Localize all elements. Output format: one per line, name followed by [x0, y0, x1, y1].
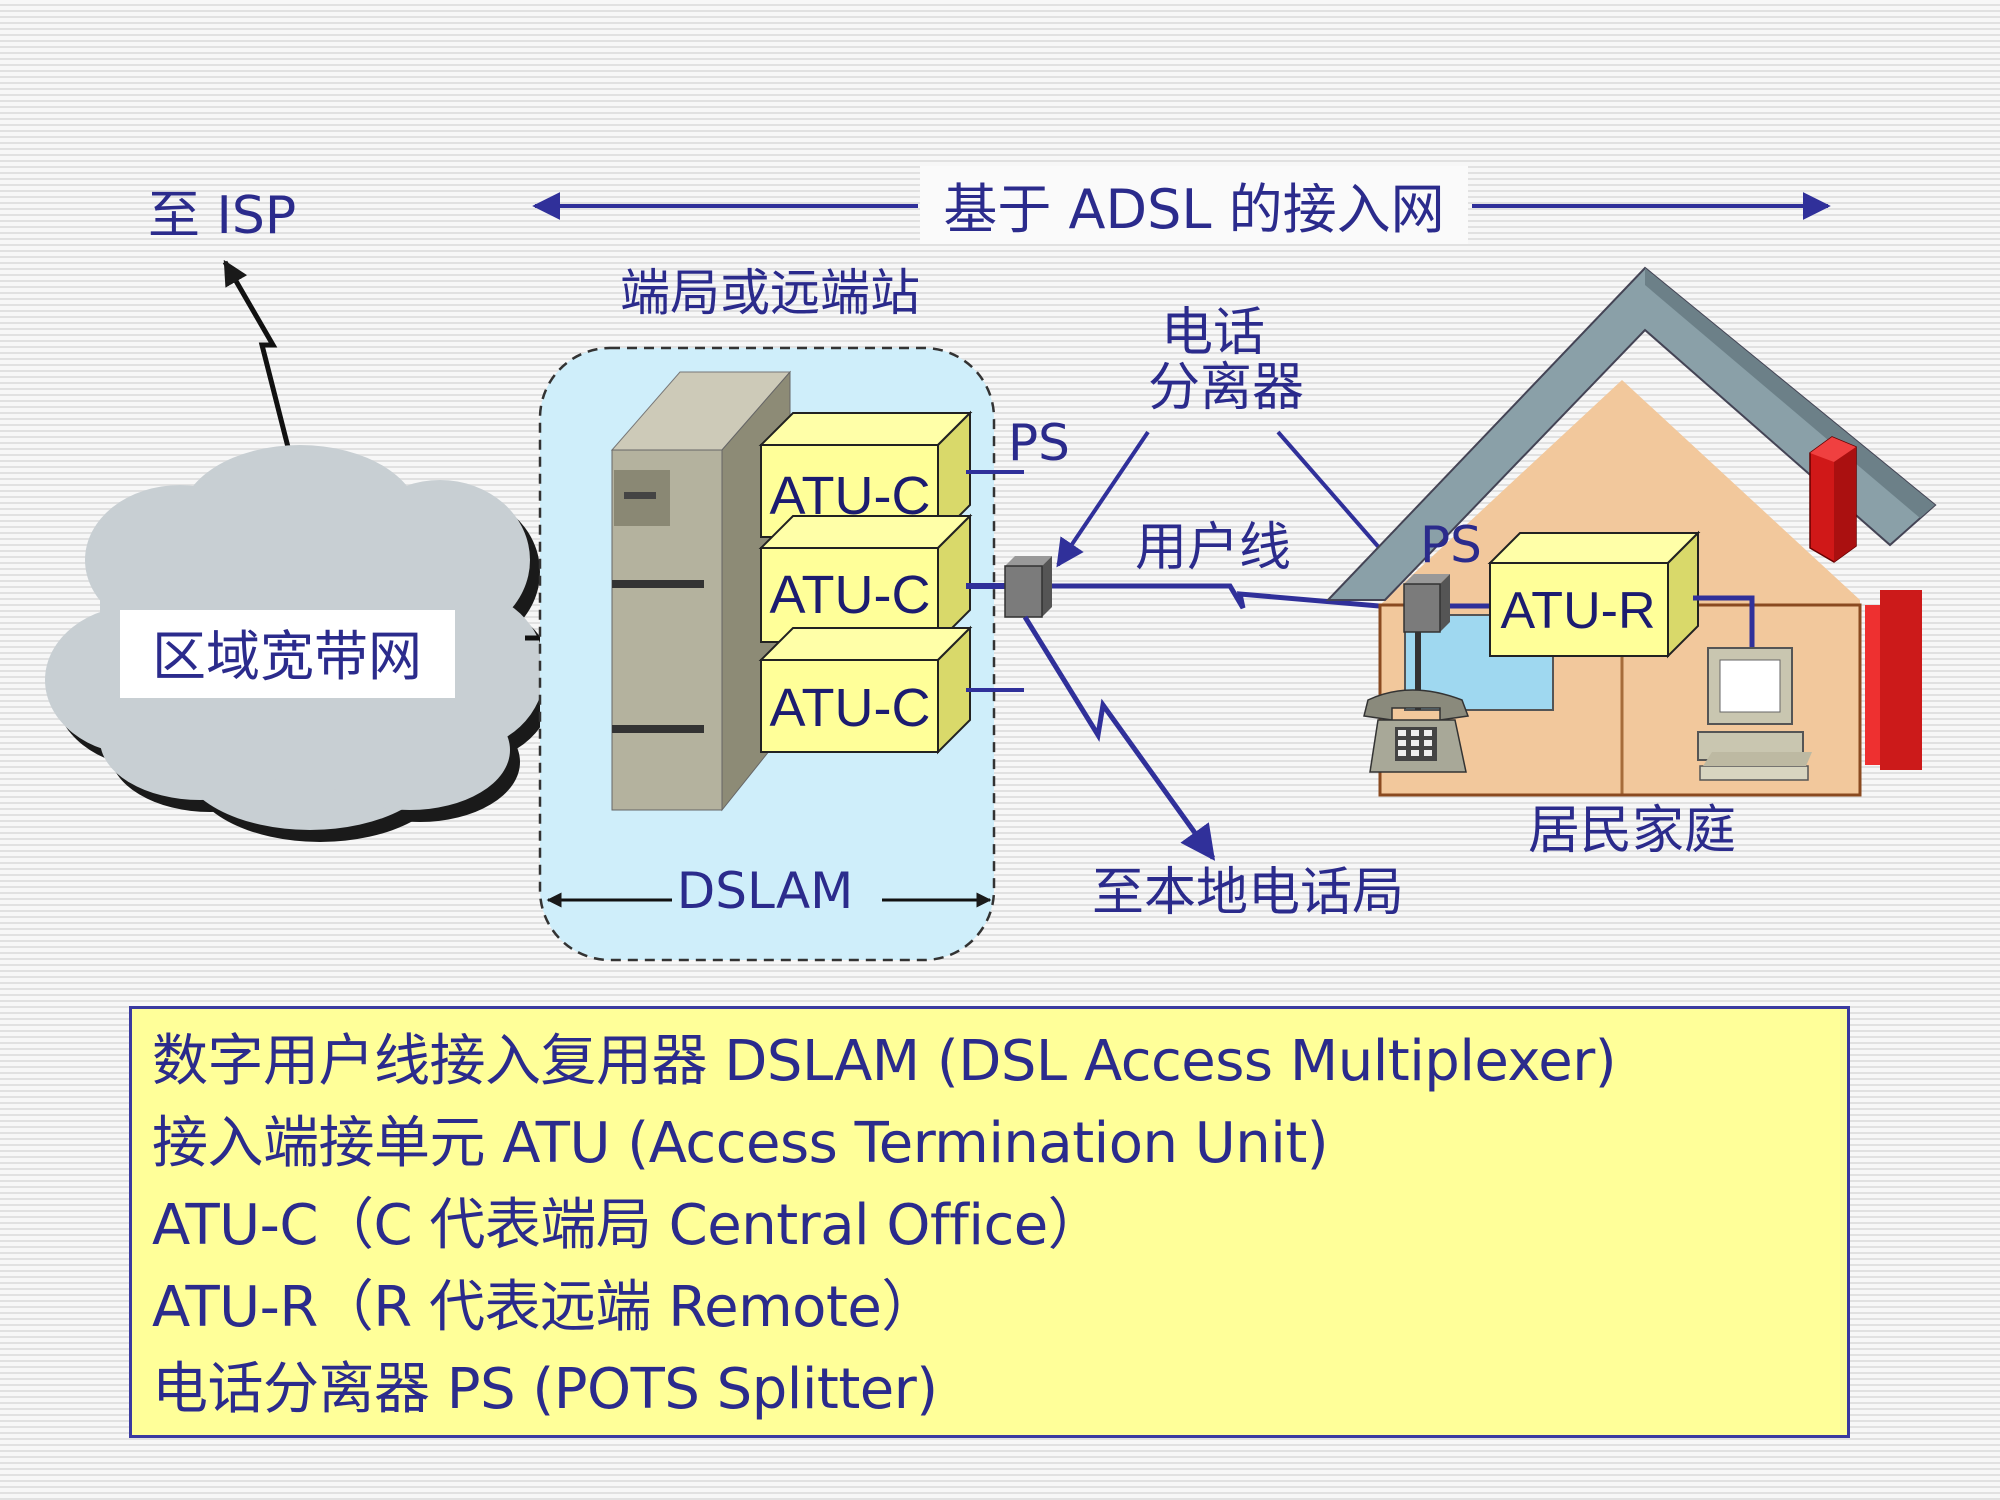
ps-home-label: PS: [1420, 516, 1482, 574]
telephone: [1363, 689, 1470, 773]
regional-broadband-label: 区域宽带网: [152, 625, 422, 688]
user-line-label: 用户线: [1135, 518, 1291, 578]
regional-broadband-cloud: [45, 445, 555, 842]
local-exchange-label: 至本地电话局: [1092, 863, 1404, 923]
atu-r-box: ATU-R: [1487, 530, 1701, 659]
office-splitter: [1004, 556, 1052, 618]
atu-r-label: ATU-R: [1500, 582, 1655, 640]
local-exchange-link: [1022, 615, 1216, 861]
splitter-label-line1: 电话: [1161, 303, 1265, 363]
legend-line-dslam: 数字用户线接入复用器 DSLAM (DSL Access Multiplexer…: [152, 1029, 1617, 1094]
legend-box: 数字用户线接入复用器 DSLAM (DSL Access Multiplexer…: [129, 1006, 1850, 1438]
legend-line-atu-c: ATU-C（C 代表端局 Central Office）: [152, 1193, 1104, 1258]
atu-c-box-2: ATU-C: [758, 513, 973, 645]
atu-c-box-3: ATU-C: [758, 625, 973, 755]
isp-link: [222, 259, 293, 456]
splitter-label-line2: 分离器: [1148, 358, 1304, 418]
to-isp-label: 至 ISP: [148, 186, 296, 246]
atu-c-label-3: ATU-C: [770, 678, 931, 738]
adsl-span-arrow: 基于 ADSL 的接入网: [532, 166, 1831, 244]
legend-line-atu: 接入端接单元 ATU (Access Termination Unit): [152, 1111, 1329, 1176]
regional-broadband-label-box: [120, 610, 455, 698]
dslam-label: DSLAM: [677, 862, 854, 920]
adsl-network-title: 基于 ADSL 的接入网: [943, 178, 1444, 241]
residential-home-label: 居民家庭: [1528, 801, 1736, 861]
legend-line-ps: 电话分离器 PS (POTS Splitter): [152, 1357, 938, 1422]
computer: [1697, 647, 1812, 781]
atu-c-label-2: ATU-C: [770, 565, 931, 625]
ps-office-label: PS: [1008, 414, 1070, 472]
central-office-label: 端局或远端站: [620, 264, 920, 322]
legend-line-atu-r: ATU-R（R 代表远端 Remote）: [152, 1275, 937, 1340]
home-splitter: [1403, 574, 1450, 633]
subscriber-line: [1052, 583, 1403, 611]
